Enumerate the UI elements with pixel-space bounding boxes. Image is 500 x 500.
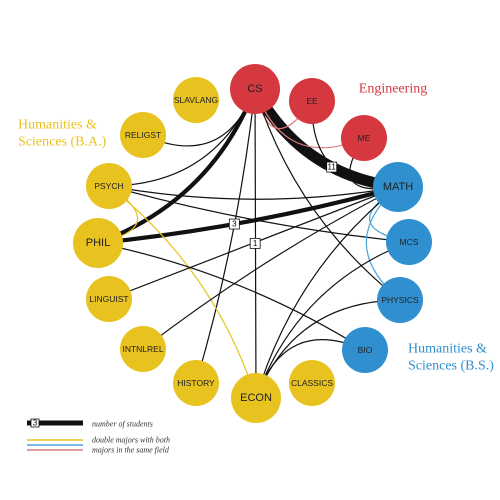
node-math: MATH [373,162,423,212]
edge-badge-text: 3 [232,220,237,229]
legend-double-major-label: double majors with both [92,436,170,445]
legend-students-swatch: 3 [27,419,83,428]
node-label-me: ME [358,133,371,143]
group-label-engineering-line: Engineering [359,82,427,97]
node-label-intnlrel: INTNLREL [122,344,163,354]
node-circle-intnlrel [120,326,166,372]
group-label-humanities-ba: Humanities & Sciences (B.A.) [18,118,107,150]
node-slavlang: SLAVLANG [173,77,219,123]
edge-math-intnlrel [142,186,399,350]
edge-badge-text: 11 [328,163,337,172]
node-econ: ECON [231,373,281,423]
legend-badge-text: 3 [33,419,38,428]
node-circle-linguist [86,276,132,322]
node-circle-math [373,162,423,212]
legend: 3 number of students double majors with … [27,419,170,455]
edge-badge-text: 1 [253,239,258,248]
group-label-humanities-ba-line-1: Humanities & [18,118,97,133]
legend-same-field-label: majors in the same field [92,446,170,455]
node-label-classics: CLASSICS [291,378,333,388]
node-circle-mcs [386,219,432,265]
node-circle-physics [377,277,423,323]
node-bio: BIO [342,327,388,373]
node-ee: EE [289,78,335,124]
node-circle-me [341,115,387,161]
edge-bio-phil [97,242,366,351]
node-label-cs: CS [247,83,262,95]
node-circle-classics [289,360,335,406]
node-classics: CLASSICS [289,360,335,406]
node-label-psych: PSYCH [94,181,123,191]
edge-cs-physics [254,88,401,301]
node-label-linguist: LINGUIST [89,294,128,304]
node-circle-econ [231,373,281,423]
group-label-engineering: Engineering [359,82,427,97]
node-label-ee: EE [306,96,318,106]
node-circle-bio [342,327,388,373]
node-label-religst: RELIGST [125,130,161,140]
edge-badge-cs-math: 11 [326,161,338,173]
edge-badge-box [249,237,261,249]
legend-students-label: number of students [92,420,153,429]
nodes-layer: CS EE ME MATH MCS PHYSICS BIO CLASSICS ECON HISTO… [73,64,432,423]
node-label-physics: PHYSICS [381,295,419,305]
edge-cs-phil [97,88,257,245]
node-cs: CS [230,64,280,114]
node-religst: RELIGST [120,112,166,158]
node-circle-psych [86,163,132,209]
edge-badges-layer: 11 3 1 [228,161,338,249]
group-label-humanities-ba-line-2: Sciences (B.A.) [18,135,107,150]
node-label-slavlang: SLAVLANG [174,95,218,105]
node-circle-ee [289,78,335,124]
node-label-math: MATH [383,181,413,193]
node-label-econ: ECON [240,392,272,404]
node-physics: PHYSICS [377,277,423,323]
node-mcs: MCS [386,219,432,265]
node-label-history: HISTORY [177,378,215,388]
edge-badge-box [228,218,240,230]
node-label-mcs: MCS [400,237,419,247]
edge-math-phil [97,184,399,246]
node-circle-slavlang [173,77,219,123]
node-phil: PHIL [73,218,123,268]
edge-math-econ [255,186,399,399]
node-circle-phil [73,218,123,268]
edge-mcs-econ [255,241,410,399]
edge-psych-math [108,185,399,200]
group-label-humanities-bs-line-1: Humanities & [408,342,487,357]
legend-badge-box [30,418,40,428]
node-circle-religst [120,112,166,158]
group-label-humanities-bs-line-2: Sciences (B.S.) [408,359,494,374]
node-circle-history [173,360,219,406]
edge-badge-math-phil: 3 [228,218,240,230]
edge-psych-econ [108,185,257,399]
group-label-humanities-bs: Humanities & Sciences (B.S.) [408,342,494,374]
node-label-phil: PHIL [86,237,110,249]
node-circle-cs [230,64,280,114]
edge-cs-history [195,88,256,384]
node-me: ME [341,115,387,161]
node-history: HISTORY [173,360,219,406]
edge-badge-box [326,161,338,173]
edge-psych-mcs [108,185,410,243]
node-psych: PSYCH [86,163,132,209]
node-label-bio: BIO [358,345,373,355]
node-intnlrel: INTNLREL [120,326,166,372]
edge-badge-cs-econ: 1 [249,237,261,249]
node-linguist: LINGUIST [86,276,132,322]
